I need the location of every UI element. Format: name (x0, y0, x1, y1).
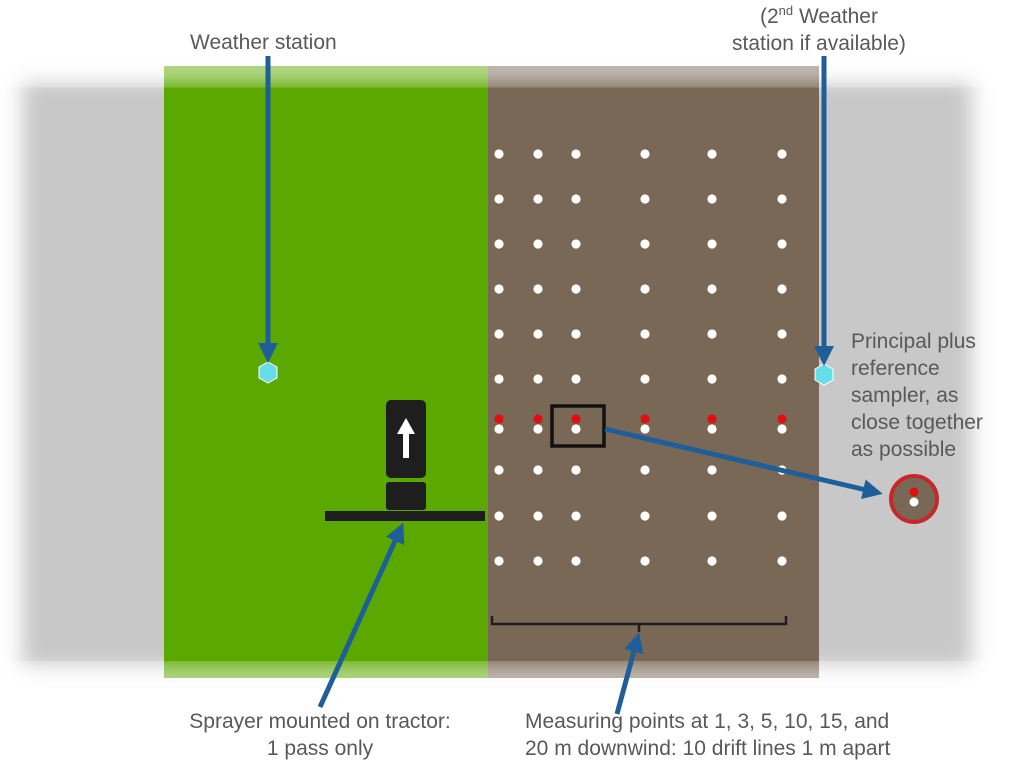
measuring-point (707, 465, 717, 475)
measuring-point (777, 424, 787, 434)
measuring-point (494, 149, 504, 159)
reference-sampler-point (707, 414, 717, 424)
measuring-point (640, 329, 650, 339)
measuring-point (533, 149, 543, 159)
measuring-point (571, 424, 581, 434)
measuring-point (533, 511, 543, 521)
measuring-point (640, 284, 650, 294)
measuring-point (707, 556, 717, 566)
measuring-point (533, 424, 543, 434)
measuring-points-label: Measuring points at 1, 3, 5, 10, 15, and… (525, 710, 891, 760)
reference-sampler-point (494, 414, 504, 424)
measuring-point (707, 149, 717, 159)
sprayer-arrow (317, 522, 405, 709)
measuring-point (777, 511, 787, 521)
measuring-point (494, 374, 504, 384)
measuring-point (494, 556, 504, 566)
measuring-point (533, 194, 543, 204)
measuring-point (640, 511, 650, 521)
measuring-point (571, 465, 581, 475)
up-arrow-icon (397, 418, 415, 458)
soil-area (488, 66, 819, 678)
measuring-point (707, 194, 717, 204)
hexagon-icon[interactable] (258, 361, 278, 384)
tractor-icon[interactable] (325, 400, 485, 521)
sprayer-boom (325, 511, 485, 521)
measuring-point (494, 465, 504, 475)
measuring-point (640, 239, 650, 249)
measuring-point (571, 284, 581, 294)
reference-sampler-point (640, 414, 650, 424)
sampler-zoom-arrow (604, 426, 883, 500)
second-station-line1: (2nd Weather (759, 3, 878, 28)
measuring-point (777, 149, 787, 159)
magnify-circle-icon (889, 474, 939, 524)
measuring-point (707, 239, 717, 249)
measuring-point (640, 149, 650, 159)
measuring-point (777, 194, 787, 204)
measuring-point (777, 329, 787, 339)
measuring-point (640, 424, 650, 434)
sampler-label: Principal plus reference sampler, as clo… (851, 330, 983, 461)
measuring-point (707, 511, 717, 521)
measuring-point (533, 374, 543, 384)
weather-station-label: Weather station (190, 31, 337, 54)
measuring-point (571, 329, 581, 339)
measuring-point (640, 556, 650, 566)
measuring-point (707, 374, 717, 384)
measuring-point (571, 556, 581, 566)
measuring-point (494, 284, 504, 294)
sprayer-label: Sprayer mounted on tractor: 1 pass only (189, 710, 451, 760)
measuring-point (777, 284, 787, 294)
measuring-point (640, 465, 650, 475)
measuring-point (777, 556, 787, 566)
measuring-point (494, 511, 504, 521)
measuring-point (777, 374, 787, 384)
measuring-point (571, 374, 581, 384)
measuring-point (494, 329, 504, 339)
second-station-label: (2nd Weather station if available) (732, 3, 906, 57)
measuring-point (533, 284, 543, 294)
top-fade (0, 50, 1024, 84)
sampler-highlight-box[interactable] (550, 404, 606, 448)
reference-sampler-point (777, 414, 787, 424)
measuring-point (533, 329, 543, 339)
reference-sampler-point (571, 414, 581, 424)
measuring-point (707, 424, 717, 434)
measuring-point (640, 374, 650, 384)
measuring-point (571, 239, 581, 249)
measuring-point (707, 284, 717, 294)
measuring-point (640, 194, 650, 204)
measuring-bracket (490, 616, 788, 632)
measuring-point (494, 424, 504, 434)
measuring-point (494, 239, 504, 249)
hexagon-icon[interactable] (814, 363, 834, 386)
measuring-points-arrow (614, 632, 644, 715)
measuring-point (571, 149, 581, 159)
measuring-point (533, 239, 543, 249)
measuring-point (571, 511, 581, 521)
measuring-point (707, 329, 717, 339)
measuring-point (533, 556, 543, 566)
reference-sampler-point (533, 414, 543, 424)
grass-strip (164, 66, 488, 678)
measuring-point (571, 194, 581, 204)
second-station-line2: station if available) (732, 32, 906, 55)
bottom-fade (0, 664, 1024, 694)
measuring-point (533, 465, 543, 475)
measuring-point (777, 239, 787, 249)
measuring-point-grid (494, 149, 787, 566)
measuring-point (494, 194, 504, 204)
